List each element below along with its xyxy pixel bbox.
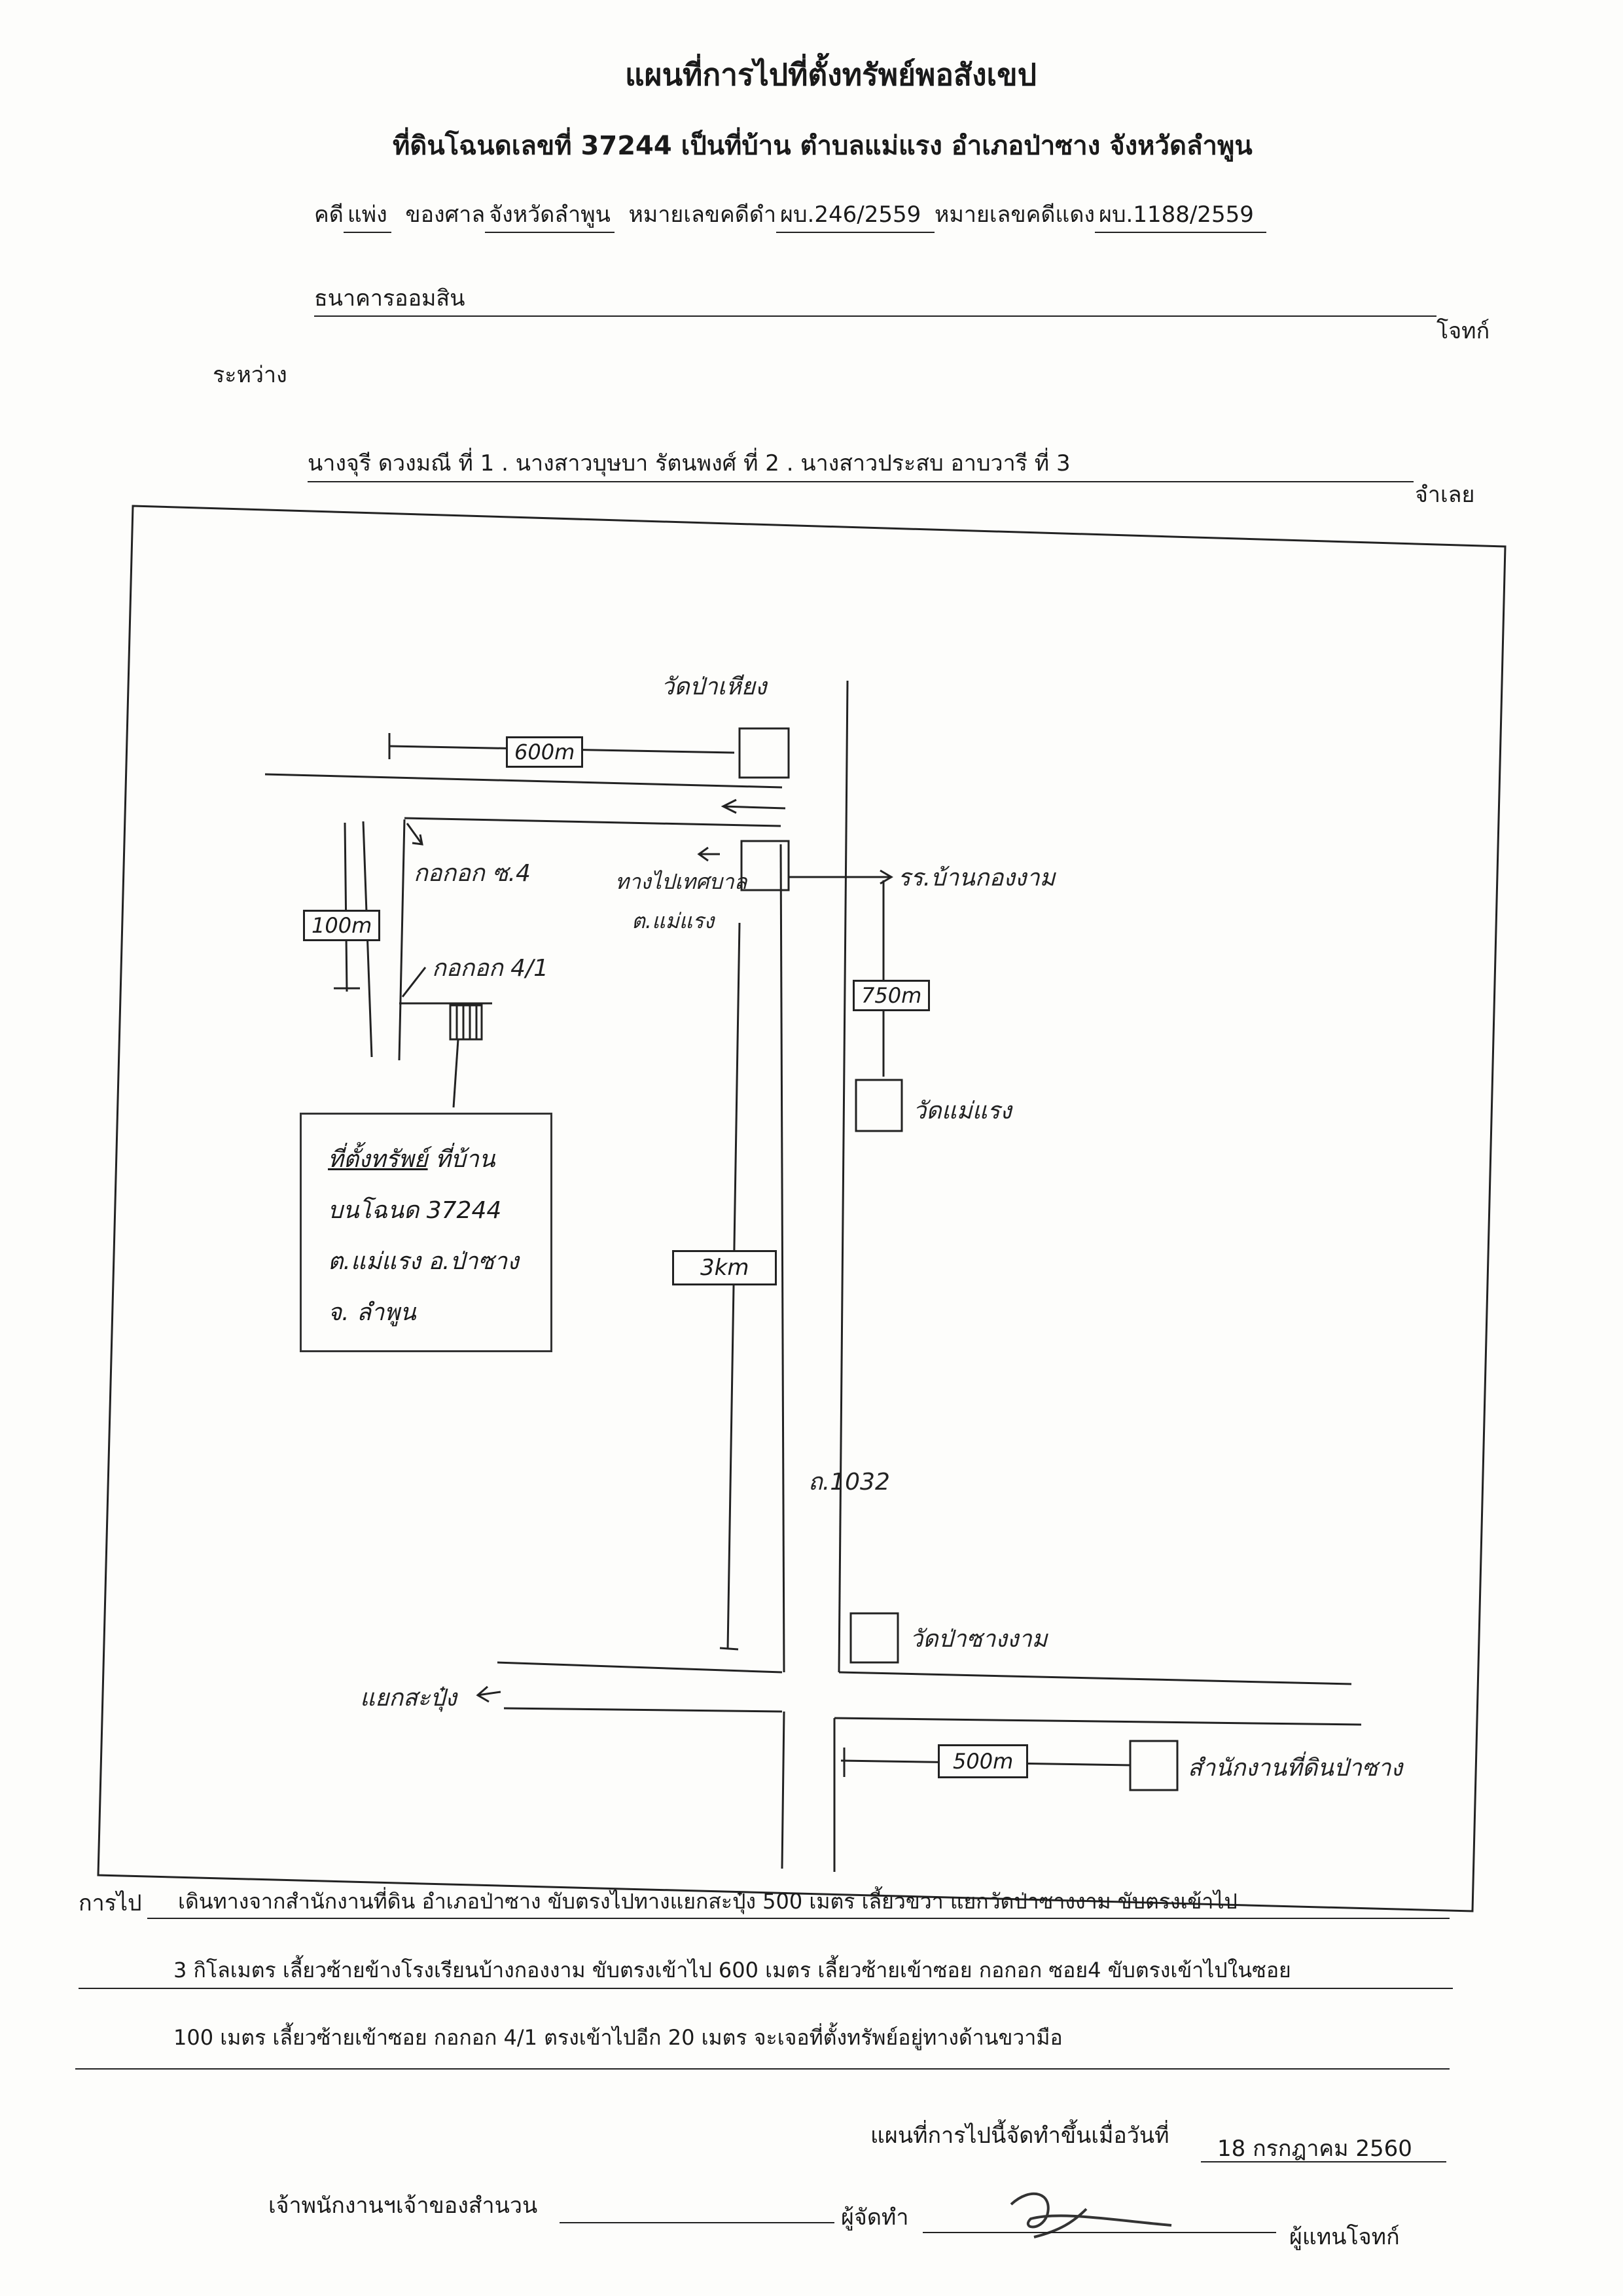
- school-box: [740, 840, 790, 891]
- directions-underline-1: [147, 1918, 1450, 1919]
- property-line-3: ต.แม่แรง อ.ป่าซาง: [328, 1248, 519, 1275]
- junction-label: แยกสะปุ๋ง: [360, 1685, 457, 1712]
- soi-4-label: กอกอก ซ.4: [414, 860, 531, 887]
- property-line-2: บนโฉนด 37244: [328, 1197, 502, 1224]
- lower-road-upper-right: [838, 1671, 1352, 1685]
- page-title: แผนที่การไปที่ตั้งทรัพย์พอสังเขป: [625, 57, 1037, 92]
- subdistrict-office-label: ทางไปเทศบาล: [615, 869, 747, 894]
- between-label: ระหว่าง: [213, 362, 287, 388]
- date-label: แผนที่การไปนี้จัดทำขึ้นเมื่อวันที่: [870, 2123, 1169, 2149]
- main-road-left-edge: [779, 844, 785, 1673]
- black-case-number: ผบ.246/2559: [776, 196, 935, 233]
- soi-4-pointer: [406, 823, 423, 845]
- main-road-right-edge: [838, 680, 849, 1673]
- dist-750-label: 750m: [853, 980, 931, 1011]
- wat-pa-sang-ngam-box: [849, 1612, 899, 1664]
- case-type-prefix: คดี: [314, 202, 344, 228]
- maker-signature-line: [923, 2232, 1276, 2233]
- directions-underline-3: [75, 2068, 1450, 2070]
- junction-arrow-head: [476, 1685, 490, 1703]
- lower-road-upper-left: [497, 1661, 783, 1674]
- dist-600-label: 600m: [506, 736, 584, 768]
- school-pointer-head: [880, 869, 893, 885]
- directions-underline-2: [79, 1988, 1453, 1989]
- black-case-label: หมายเลขคดีดำ: [628, 202, 777, 228]
- dim-3km-line: [726, 922, 741, 1650]
- directions-line-3: 100 เมตร เลี้ยวซ้ายเข้าซอย กอกอก 4/1 ตรง…: [173, 2025, 1063, 2050]
- property-description-box: ที่ตั้งทรัพย์ ที่บ้าน บนโฉนด 37244 ต.แม่…: [300, 1113, 552, 1352]
- maker-label: ผู้จัดทำ: [841, 2204, 909, 2231]
- soi-4-right: [398, 819, 406, 1061]
- office-arrow-head: [697, 846, 709, 862]
- subdistrict-office-label-2: ต.แม่แรง: [632, 908, 715, 933]
- lower-road-left-stub: [781, 1711, 785, 1869]
- top-road-upper: [264, 773, 783, 789]
- defendant-label: จำเลย: [1415, 482, 1475, 508]
- court-prefix: ของศาล: [405, 202, 486, 228]
- lower-road-lower-right: [834, 1717, 1362, 1726]
- wat-pa-hiang-box: [738, 727, 790, 779]
- junction-arrow: [477, 1691, 501, 1696]
- red-case-label: หมายเลขคดีแดง: [935, 202, 1096, 228]
- case-line: คดีแพ่ง ของศาลจังหวัดลำพูน หมายเลขคดีดำผ…: [314, 196, 1267, 233]
- wat-pa-sang-ngam-label: วัดป่าซางงาม: [910, 1626, 1048, 1653]
- dist-3km-label: 3km: [672, 1250, 777, 1285]
- property-line-1b: ที่บ้าน: [435, 1146, 495, 1173]
- road-number-label: ถ.1032: [808, 1469, 890, 1496]
- defendants-line: [308, 481, 1414, 482]
- red-case-number: ผบ.1188/2559: [1095, 196, 1267, 233]
- date-underline: [1201, 2161, 1446, 2162]
- soi-4-1-pointer: [401, 967, 427, 997]
- directions-label: การไป: [79, 1890, 142, 1916]
- directions-line-2: 3 กิโลเมตร เลี้ยวซ้ายข้างโรงเรียนบ้างกอง…: [173, 1958, 1291, 1982]
- property-line-1: ที่ตั้งทรัพย์ ที่บ้าน: [328, 1134, 524, 1185]
- property-marker: [449, 1004, 483, 1041]
- officer-signature-line: [560, 2222, 834, 2223]
- dim-100-line: [344, 822, 348, 992]
- date-value: 18 กรกฎาคม 2560: [1217, 2136, 1412, 2162]
- soi-4-pointer-head: [412, 834, 423, 846]
- court-value: จังหวัดลำพูน: [485, 196, 615, 233]
- officer-label: เจ้าพนักงานฯเจ้าของสำนวน: [268, 2193, 538, 2219]
- plaintiff-name: ธนาคารออมสิน: [314, 285, 465, 312]
- wat-mae-raeng-box: [855, 1079, 903, 1132]
- directions-line-1: เดินทางจากสำนักงานที่ดิน อำเภอป่าซาง ขับ…: [178, 1889, 1238, 1914]
- dist-100-label: 100m: [303, 910, 381, 941]
- case-type-value: แพ่ง: [343, 196, 391, 233]
- plaintiff-label: โจทก์: [1436, 318, 1490, 344]
- school-label: รร.บ้านกองงาม: [898, 865, 1056, 891]
- land-office-box: [1129, 1740, 1179, 1791]
- soi-4-1-label: กอกอก 4/1: [432, 955, 549, 982]
- top-road-arrowhead: [721, 798, 737, 814]
- property-line-4: จ. ลำพูน: [328, 1299, 416, 1326]
- top-road-arrow: [722, 805, 786, 810]
- dist-500-label: 500m: [938, 1744, 1029, 1778]
- property-title: ที่ตั้งทรัพย์: [328, 1146, 428, 1173]
- plaintiff-rep-label: ผู้แทนโจทก์: [1289, 2224, 1400, 2250]
- land-office-label: สำนักงานที่ดินป่าซาง: [1188, 1755, 1403, 1782]
- defendants-names: นางจุรี ดวงมณี ที่ 1 . นางสาวบุษบา รัตนพ…: [308, 450, 1071, 476]
- lower-road-lower-left: [503, 1707, 783, 1713]
- wat-mae-raeng-label: วัดแม่แรง: [913, 1098, 1012, 1124]
- wat-pa-hiang-label: วัดป่าเหียง: [661, 673, 767, 700]
- page-subtitle: ที่ดินโฉนดเลขที่ 37244 เป็นที่บ้าน ตำบลแ…: [393, 131, 1253, 161]
- dim-3km-tick: [719, 1647, 739, 1651]
- plaintiff-line: [314, 315, 1436, 317]
- signature-stroke: [1010, 2192, 1172, 2238]
- property-leader: [452, 1039, 459, 1108]
- top-road-lower: [404, 817, 781, 827]
